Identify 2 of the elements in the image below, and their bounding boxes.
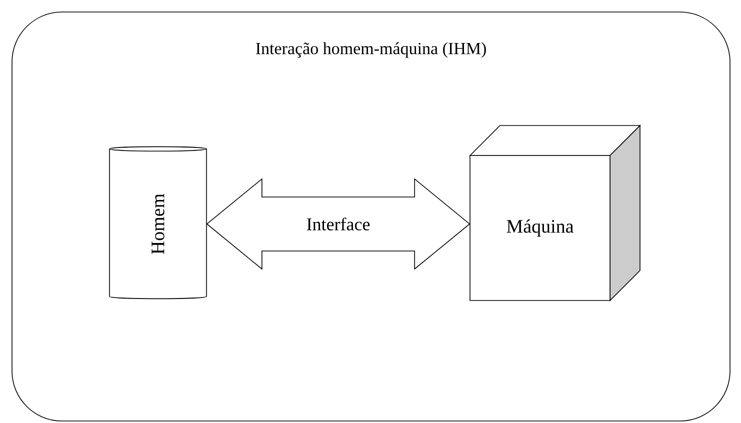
cylinder: Homem: [109, 146, 207, 300]
edge-label: Interface: [306, 218, 370, 230]
